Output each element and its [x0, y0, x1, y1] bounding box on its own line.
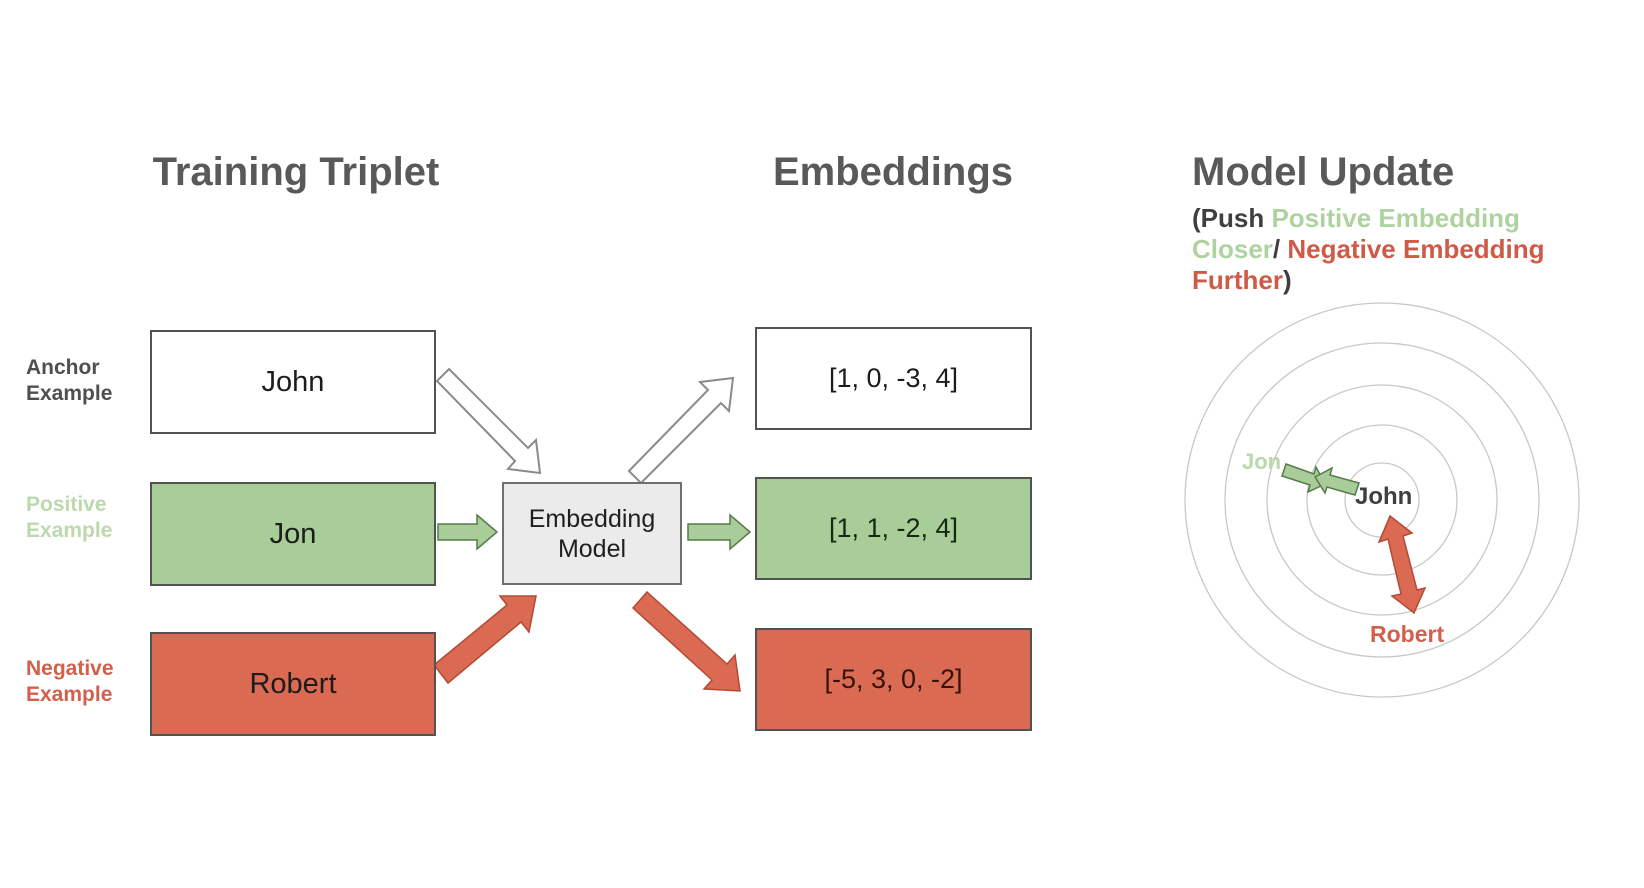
push-closer-left-arrow	[1313, 466, 1360, 496]
model-to-anchor-embedding-arrow	[627, 376, 735, 485]
model-update-subtitle: (Push Positive Embedding Closer/ Negativ…	[1192, 203, 1592, 296]
ring-3	[1266, 384, 1498, 616]
anchor-example-label: Anchor Example	[26, 356, 113, 405]
subtitle-negative-part: Negative Embedding Further	[1192, 234, 1545, 295]
subtitle-prefix: (Push	[1192, 203, 1272, 233]
ring-john-label: John	[1355, 483, 1413, 510]
training-triplet-title: Training Triplet	[152, 150, 440, 194]
negative-to-model-arrow	[432, 595, 537, 685]
ring-4	[1224, 342, 1540, 658]
anchor-to-model-arrow	[435, 367, 542, 475]
ring-2	[1306, 424, 1458, 576]
positive-embedding-box: [1, 1, -2, 4]	[755, 477, 1032, 580]
push-further-double-arrow	[1377, 514, 1427, 615]
negative-embedding-box: [-5, 3, 0, -2]	[755, 628, 1032, 731]
push-closer-right-arrow	[1281, 463, 1327, 494]
anchor-example-box: John	[150, 330, 436, 434]
model-update-title: Model Update	[1192, 150, 1455, 194]
embeddings-title: Embeddings	[772, 150, 1014, 194]
model-to-negative-embedding-arrow	[631, 590, 741, 692]
subtitle-slash: /	[1272, 234, 1288, 264]
ring-jon-label: Jon	[1242, 449, 1282, 474]
negative-example-box: Robert	[150, 632, 436, 736]
model-update-rings	[1184, 302, 1580, 698]
subtitle-positive-part: Positive Embedding Closer	[1192, 203, 1520, 264]
embedding-model-box: Embedding Model	[502, 482, 682, 585]
positive-example-box: Jon	[150, 482, 436, 586]
positive-to-model-arrow	[437, 513, 499, 551]
embedding-model-label: Embedding Model	[528, 504, 656, 563]
ring-robert-label: Robert	[1370, 621, 1445, 647]
model-to-positive-embedding-arrow	[687, 513, 752, 551]
anchor-embedding-box: [1, 0, -3, 4]	[755, 327, 1032, 430]
positive-example-label: Positive Example	[26, 493, 113, 542]
ring-5	[1184, 302, 1580, 698]
negative-example-label: Negative Example	[26, 657, 114, 706]
subtitle-suffix: )	[1283, 265, 1292, 295]
